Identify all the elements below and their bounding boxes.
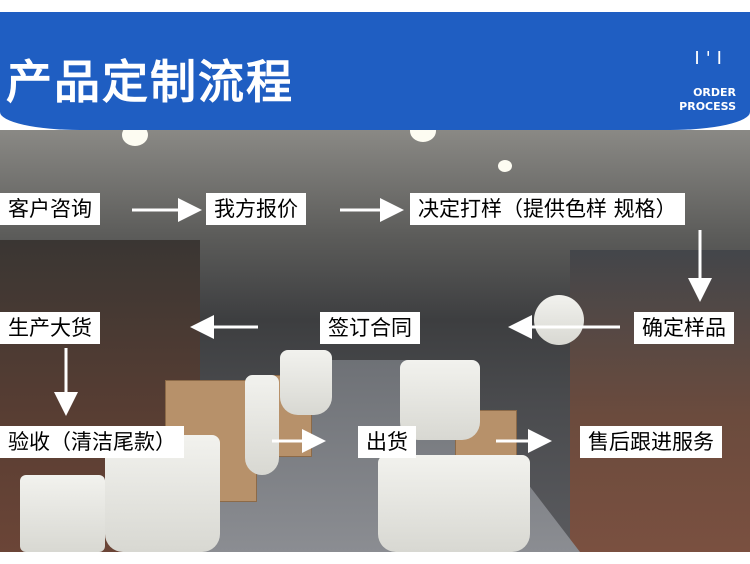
step-contract: 签订合同	[320, 312, 420, 344]
header-subtitle-line2: PROCESS	[679, 100, 736, 113]
step-inspect: 验收（清洁尾款）	[0, 426, 184, 458]
header-banner: 产品定制流程 I'I ORDER PROCESS	[0, 12, 750, 130]
white-bucket	[280, 350, 332, 415]
ceiling-light	[498, 160, 512, 172]
step-ship: 出货	[358, 426, 416, 458]
ceiling-light	[122, 130, 148, 146]
step-production: 生产大货	[0, 312, 100, 344]
page-title: 产品定制流程	[6, 55, 294, 109]
white-roll	[20, 475, 105, 552]
step-consult: 客户咨询	[0, 193, 100, 225]
ceiling-light	[410, 130, 436, 142]
header-subtitle: ORDER PROCESS	[679, 86, 736, 114]
white-bucket	[378, 455, 530, 552]
white-bucket	[245, 375, 279, 475]
step-sample: 决定打样（提供色样 规格）	[410, 193, 685, 225]
yarn-spool	[534, 295, 584, 345]
step-after-sales: 售后跟进服务	[580, 426, 722, 458]
header-marks: I'I	[694, 48, 728, 69]
header-subtitle-line1: ORDER	[693, 86, 736, 99]
step-quote: 我方报价	[206, 193, 306, 225]
machine-right	[570, 250, 750, 552]
step-confirm: 确定样品	[634, 312, 734, 344]
